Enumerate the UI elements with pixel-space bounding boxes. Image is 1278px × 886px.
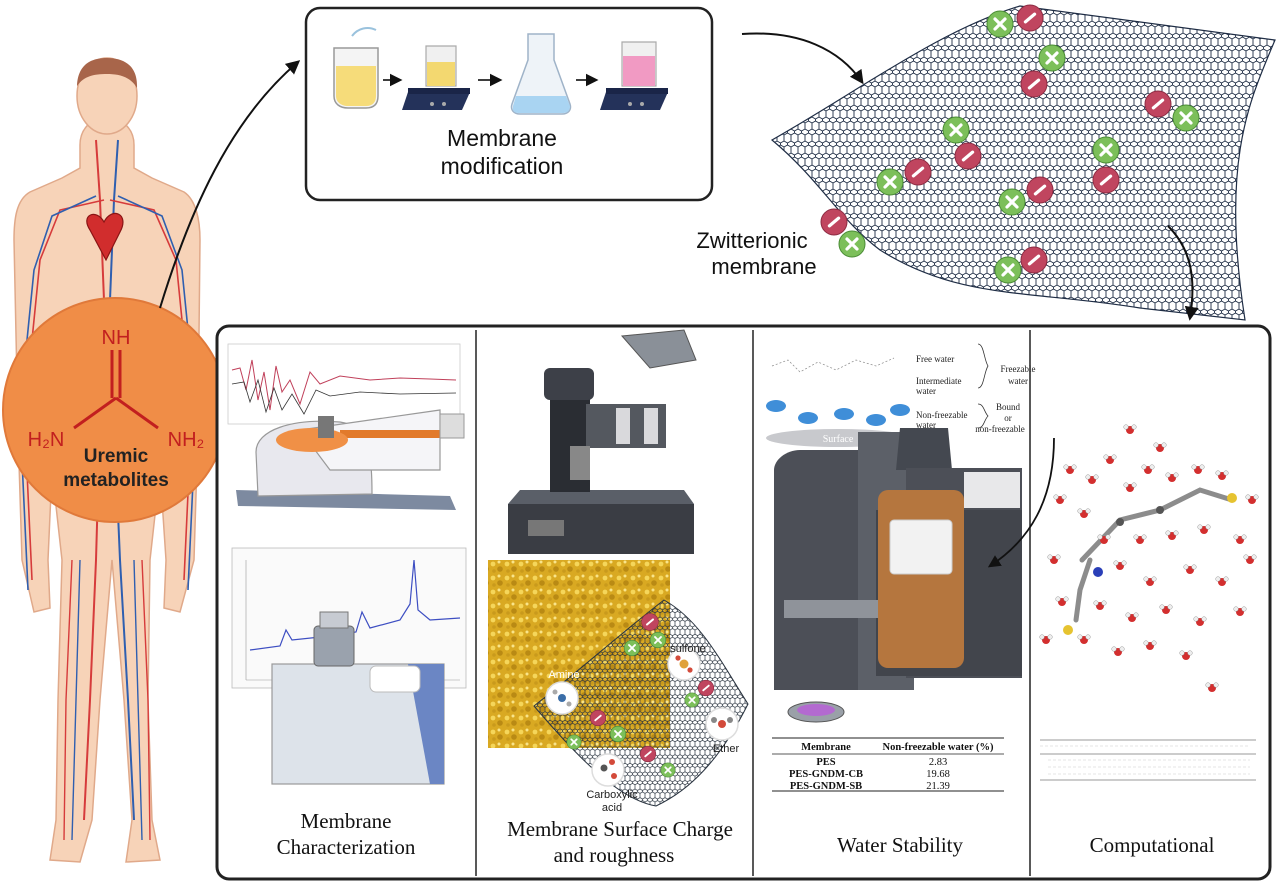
ether-label: Ether <box>713 743 740 755</box>
characterization-title-line1: Membrane <box>301 809 392 833</box>
hydrogen-bonding-table <box>1040 739 1256 781</box>
arrow-to-dsc <box>987 437 1055 568</box>
hot-plate-stirrer-icon <box>402 45 470 110</box>
water-stability-table: Membrane Non-freezable water (%) PES 2.8… <box>772 737 1004 792</box>
table-row-label: PES-GNDM-CB <box>789 769 863 780</box>
table-row-label: PES <box>816 757 835 768</box>
sulfone-label: sulfone <box>670 643 705 655</box>
surface-title-line1: Membrane Surface Charge <box>507 817 733 841</box>
ftir-spectrometer-icon <box>236 409 465 510</box>
zwitterionic-membrane-sheet <box>770 3 1276 321</box>
uremic-metabolite-badge: NH H₂N NH₂ Uremic metabolites <box>2 297 228 523</box>
nonfreezable-water-label-line1: Non-freezable <box>916 410 967 420</box>
functional-group-badges <box>545 647 739 787</box>
table-row-value: 19.68 <box>926 769 950 780</box>
conical-flask-icon <box>510 33 572 115</box>
modification-label-line1: Membrane <box>447 125 557 151</box>
table-row-value: 21.39 <box>926 781 950 792</box>
characterization-title-line2: Characterization <box>277 835 416 859</box>
intermediate-water-label-line2: water <box>916 386 936 396</box>
freezable-label-line1: Freezable <box>1001 364 1036 374</box>
amine-label: Amine <box>548 669 579 681</box>
water-stability-title: Water Stability <box>837 833 964 857</box>
beaker-icon <box>333 27 379 109</box>
uremic-label-line2: metabolites <box>63 470 169 491</box>
freezable-label-line2: water <box>1008 376 1028 386</box>
heart-icon <box>86 212 124 262</box>
panel-surface-charge: sulfone Amine Ether Carboxylic acid Memb… <box>488 329 749 867</box>
carboxylic-label-line2: acid <box>602 802 622 814</box>
table-header-membrane: Membrane <box>801 742 851 753</box>
molecule-left-label: H₂N <box>28 429 65 451</box>
molecule-right-label: NH₂ <box>168 429 205 451</box>
bound-label-line3: non-freezable <box>975 424 1024 434</box>
arrow-to-panels <box>1167 225 1199 321</box>
molecule-top-label: NH <box>102 327 131 349</box>
carboxylic-label-line1: Carboxylic <box>586 789 638 801</box>
analysis-panels-frame <box>215 324 1272 881</box>
table-row-label: PES-GNDM-SB <box>790 781 862 792</box>
bound-label-line1: Bound <box>996 402 1021 412</box>
computational-title: Computational <box>1090 833 1215 857</box>
panel-water-stability: Surface Free water Intermediate water No… <box>766 343 1036 857</box>
table-row-value: 2.83 <box>929 757 947 768</box>
free-water-label: Free water <box>916 354 954 364</box>
panel-characterization: Membrane Characterization <box>227 343 467 859</box>
intermediate-water-label-line1: Intermediate <box>916 376 961 386</box>
hot-plate-stirrer-icon-2 <box>600 41 668 110</box>
uremic-label-line1: Uremic <box>84 446 149 467</box>
arrow-to-zwitterionic <box>741 32 864 85</box>
zwitterionic-label-line2: membrane <box>711 254 816 279</box>
dsc-instrument-icon <box>271 611 445 785</box>
ftir-spectrum-plot <box>227 343 461 425</box>
afm-microscope-icon <box>508 329 697 554</box>
nonfreezable-water-label-line2: water <box>916 420 936 430</box>
arrow-to-modification <box>159 60 301 309</box>
dsc-analyzer-icon <box>774 428 1022 690</box>
membrane-modification-box: Membrane modification <box>304 6 714 202</box>
bound-label-line2: or <box>1004 413 1012 423</box>
zwitterionic-label-line1: Zwitterionic <box>696 228 807 253</box>
table-header-nonfreezable: Non-freezable water (%) <box>883 742 994 753</box>
molecular-dynamics-snapshot <box>1039 424 1259 693</box>
surface-title-line2: and roughness <box>554 843 675 867</box>
modification-label-line2: modification <box>441 153 564 179</box>
panel-computational: Computational <box>1039 424 1259 857</box>
surface-label: Surface <box>823 434 854 445</box>
